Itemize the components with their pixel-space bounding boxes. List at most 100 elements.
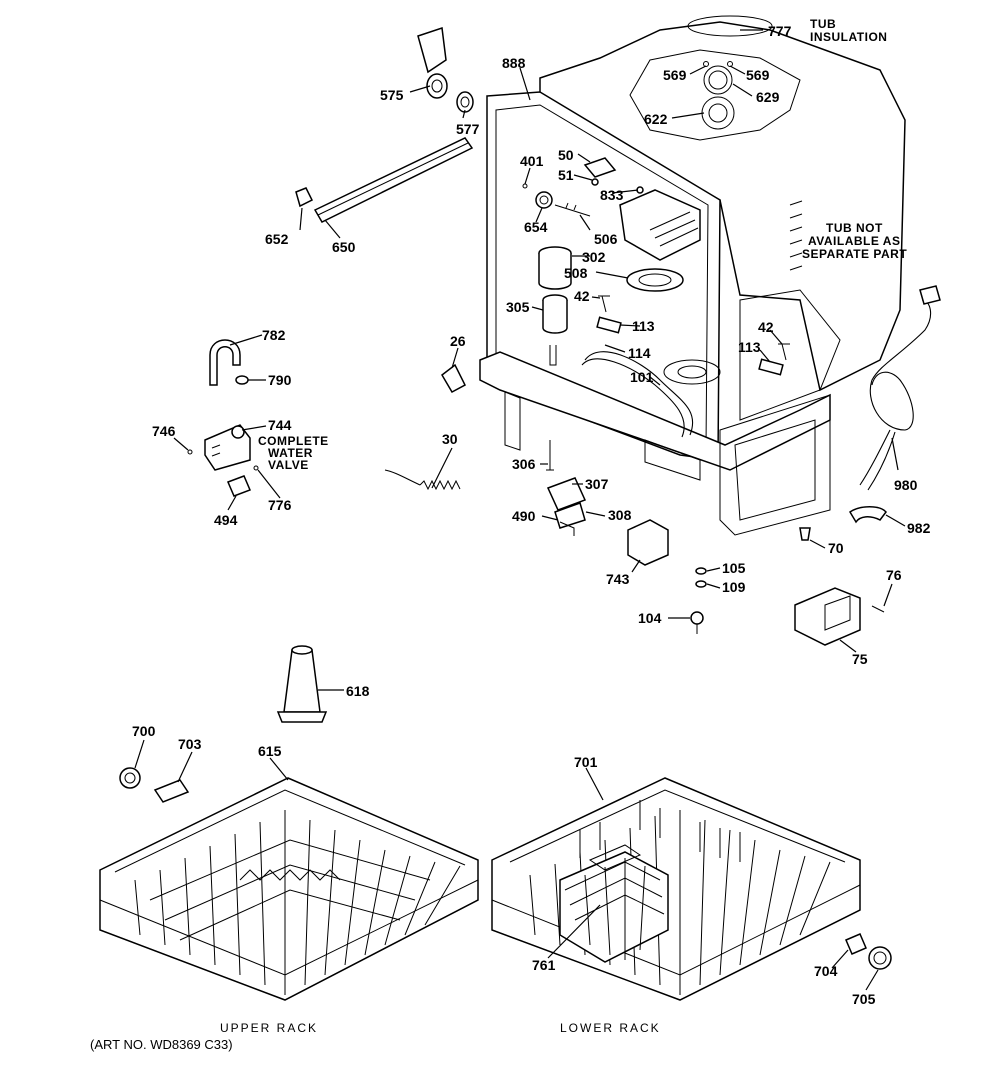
washer-105 bbox=[695, 567, 707, 575]
label-42-right: 42 bbox=[758, 319, 774, 335]
insulation-top-patch bbox=[687, 15, 773, 37]
caption-upper-rack: UPPER RACK bbox=[220, 1021, 318, 1035]
label-761: 761 bbox=[532, 957, 556, 973]
stud-704 bbox=[845, 933, 867, 955]
axle-703 bbox=[153, 779, 190, 803]
note-tub-line2: AVAILABLE AS bbox=[808, 234, 900, 248]
water-valve-assembly bbox=[187, 339, 466, 497]
strain-relief-982 bbox=[848, 506, 887, 524]
label-51: 51 bbox=[558, 167, 574, 183]
tub-insulation bbox=[539, 21, 906, 392]
clip-113a bbox=[596, 316, 622, 334]
label-494: 494 bbox=[214, 512, 238, 528]
captions: UPPER RACK LOWER RACK (ART NO. WD8369 C3… bbox=[90, 1021, 661, 1052]
label-109: 109 bbox=[722, 579, 746, 595]
label-652: 652 bbox=[265, 231, 289, 247]
note-tub-line1: TUB NOT bbox=[826, 221, 883, 235]
label-506: 506 bbox=[594, 231, 618, 247]
washer-776 bbox=[253, 465, 259, 471]
notes: TUB INSULATION TUB NOT AVAILABLE AS SEPA… bbox=[258, 17, 907, 472]
label-490: 490 bbox=[512, 508, 536, 524]
label-70: 70 bbox=[828, 540, 844, 556]
module-743 bbox=[627, 519, 669, 566]
part-26 bbox=[441, 363, 466, 394]
insulation-cutout bbox=[629, 49, 801, 141]
label-26: 26 bbox=[450, 333, 466, 349]
label-703: 703 bbox=[178, 736, 202, 752]
note-valve-line2: WATER bbox=[268, 446, 313, 460]
ring-629 bbox=[703, 65, 733, 95]
label-704: 704 bbox=[814, 963, 838, 979]
label-104: 104 bbox=[638, 610, 662, 626]
leg-frame bbox=[719, 394, 831, 536]
label-306: 306 bbox=[512, 456, 536, 472]
caption-lower-rack: LOWER RACK bbox=[560, 1021, 661, 1035]
label-743: 743 bbox=[606, 571, 630, 587]
label-508: 508 bbox=[564, 265, 588, 281]
label-700: 700 bbox=[132, 723, 156, 739]
label-113-right: 113 bbox=[738, 339, 761, 355]
rack-accessories bbox=[119, 645, 892, 970]
part-575-bracket bbox=[417, 26, 447, 74]
label-577: 577 bbox=[456, 121, 480, 137]
label-42-left: 42 bbox=[574, 288, 590, 304]
leg-70 bbox=[799, 527, 811, 541]
lower-rack bbox=[491, 777, 861, 1001]
sump bbox=[663, 359, 721, 385]
spring-30-wire bbox=[384, 469, 421, 486]
label-401: 401 bbox=[520, 153, 544, 169]
label-302: 302 bbox=[582, 249, 606, 265]
clip-490 bbox=[559, 521, 575, 536]
screw-746 bbox=[187, 449, 193, 455]
label-629: 629 bbox=[756, 89, 780, 105]
spray-housing-508 bbox=[626, 268, 684, 292]
washer-109 bbox=[695, 580, 707, 588]
lower-hardware bbox=[546, 285, 941, 646]
label-701: 701 bbox=[574, 754, 598, 770]
label-776: 776 bbox=[268, 497, 292, 513]
bracket-50 bbox=[583, 157, 617, 178]
label-705: 705 bbox=[852, 991, 876, 1007]
label-622: 622 bbox=[644, 111, 668, 127]
control-box-75 bbox=[794, 587, 861, 646]
wheel-700 bbox=[119, 767, 141, 789]
label-105: 105 bbox=[722, 560, 746, 576]
note-tub-insulation-line2: INSULATION bbox=[810, 30, 887, 44]
note-valve-line1: COMPLETE bbox=[258, 434, 329, 448]
clip-113b bbox=[758, 358, 784, 376]
side-bracket bbox=[739, 289, 841, 421]
tub-assembly bbox=[479, 15, 906, 536]
power-cord-980 bbox=[869, 299, 932, 431]
label-618: 618 bbox=[346, 683, 370, 699]
label-76: 76 bbox=[886, 567, 902, 583]
label-575: 575 bbox=[380, 87, 404, 103]
endcap-652 bbox=[295, 187, 314, 208]
label-569-right: 569 bbox=[746, 67, 770, 83]
label-650: 650 bbox=[332, 239, 356, 255]
label-307: 307 bbox=[585, 476, 609, 492]
part-577-washer bbox=[456, 91, 474, 113]
nut-654 bbox=[535, 191, 553, 209]
note-valve-line3: VALVE bbox=[268, 458, 309, 472]
clamp-790 bbox=[235, 375, 249, 385]
label-833: 833 bbox=[600, 187, 624, 203]
hose-782 bbox=[209, 339, 241, 386]
label-101: 101 bbox=[630, 369, 654, 385]
tube-101 bbox=[584, 351, 694, 436]
note-tub-insulation-line1: TUB bbox=[810, 17, 836, 31]
label-782: 782 bbox=[262, 327, 286, 343]
part-labels: 777 888 575 577 569 569 629 622 401 50 5… bbox=[132, 23, 931, 1007]
label-888: 888 bbox=[502, 55, 526, 71]
label-50: 50 bbox=[558, 147, 574, 163]
label-790: 790 bbox=[268, 372, 292, 388]
label-746: 746 bbox=[152, 423, 176, 439]
wheel-705 bbox=[868, 946, 892, 970]
bracket-494 bbox=[227, 475, 251, 497]
label-114: 114 bbox=[628, 345, 651, 361]
screw-76 bbox=[871, 605, 885, 613]
label-744: 744 bbox=[268, 417, 292, 433]
bracket-308 bbox=[554, 502, 586, 529]
tube-618 bbox=[283, 649, 321, 713]
caption-art-number: (ART NO. WD8369 C33) bbox=[90, 1037, 233, 1052]
